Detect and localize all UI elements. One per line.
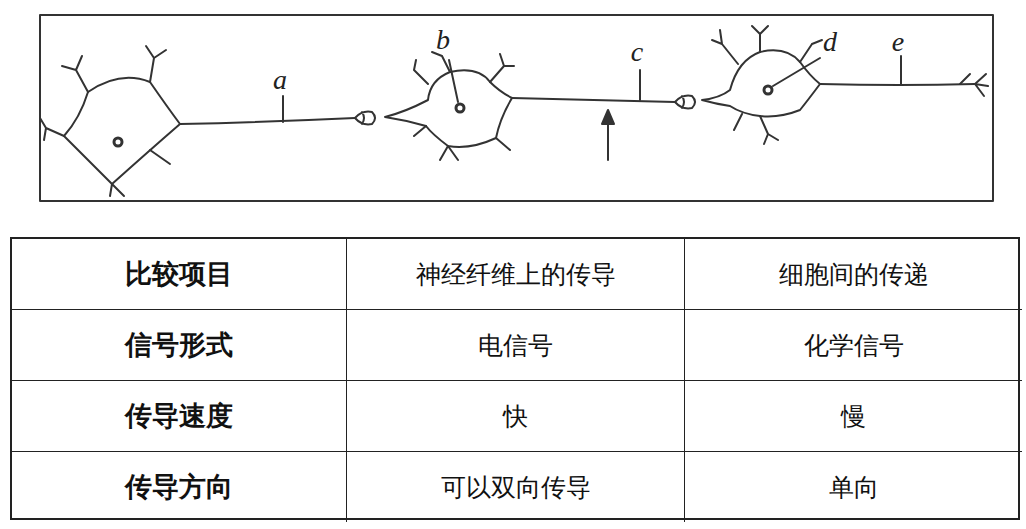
table-cell-box: 单向 bbox=[685, 452, 1022, 522]
part-letter: d bbox=[823, 28, 837, 56]
table-cell-box: 慢 bbox=[685, 381, 1022, 452]
table-cell: 可以双向传导 bbox=[441, 471, 591, 504]
row-heading: 信号形式 bbox=[125, 327, 233, 363]
part-letter: b bbox=[436, 26, 450, 54]
table-cell-box: 信号形式 bbox=[12, 310, 347, 381]
comparison-table: 比较项目 神经纤维上的传导 细胞间的传递信号形式 电信号 化学信号传导速度 快 慢传导方向 可… bbox=[10, 237, 1020, 520]
part-letter: a bbox=[273, 66, 287, 94]
table-cell: 化学信号 bbox=[804, 329, 904, 362]
table-cell: 细胞间的传递 bbox=[779, 258, 929, 291]
row-heading: 传导方向 bbox=[125, 469, 233, 505]
table-cell: 电信号 bbox=[478, 329, 553, 362]
table-cell: 神经纤维上的传导 bbox=[416, 258, 616, 291]
table-cell-box: 传导方向 bbox=[12, 452, 347, 522]
table-cell: 快 bbox=[503, 400, 528, 433]
table-cell-box: 可以双向传导 bbox=[347, 452, 685, 522]
table-cell-box: 比较项目 bbox=[12, 239, 347, 310]
part-letter: e bbox=[892, 28, 904, 56]
part-letter: c bbox=[631, 38, 643, 66]
row-heading: 比较项目 bbox=[125, 256, 233, 292]
table-cell: 慢 bbox=[841, 400, 866, 433]
table-cell-box: 传导速度 bbox=[12, 381, 347, 452]
table-cell-box: 快 bbox=[347, 381, 685, 452]
row-heading: 传导速度 bbox=[125, 398, 233, 434]
table-cell: 单向 bbox=[829, 471, 879, 504]
table-cell-box: 神经纤维上的传导 bbox=[347, 239, 685, 310]
table-cell-box: 化学信号 bbox=[685, 310, 1022, 381]
table-cell-box: 细胞间的传递 bbox=[685, 239, 1022, 310]
table-cell-box: 电信号 bbox=[347, 310, 685, 381]
